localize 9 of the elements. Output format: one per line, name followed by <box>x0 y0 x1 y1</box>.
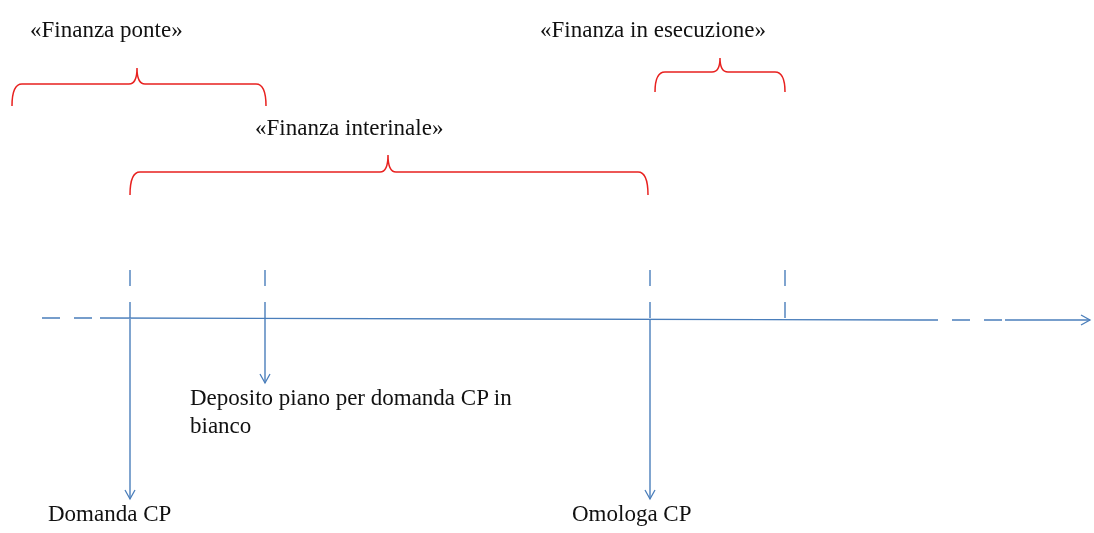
bracket-label: «Finanza ponte» <box>30 16 183 44</box>
bracket-label: «Finanza interinale» <box>255 114 444 142</box>
event-label: Omologa CP <box>572 500 742 528</box>
event-label: Deposito piano per domanda CP in bianco <box>190 384 535 440</box>
bracket-label: «Finanza in esecuzione» <box>540 16 767 44</box>
arrow <box>259 318 271 384</box>
arrow <box>644 318 656 500</box>
arrow <box>124 318 136 500</box>
event-label: Domanda CP <box>48 500 223 528</box>
